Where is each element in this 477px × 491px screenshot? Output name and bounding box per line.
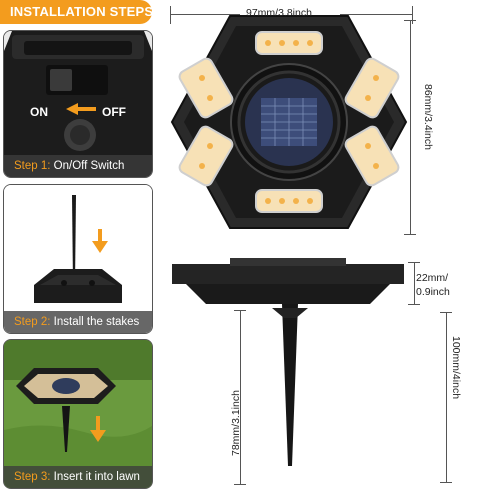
total-height-line xyxy=(446,312,447,482)
stake-install-image xyxy=(4,185,152,333)
switch-on-label: ON xyxy=(30,105,48,119)
width-label: 97mm/3.8inch xyxy=(246,7,312,19)
height-top-tick-a xyxy=(408,262,420,263)
step-2-text: Install the stakes xyxy=(53,316,140,328)
width-tick-right xyxy=(412,6,413,24)
step-1-caption: Step 1: On/Off Switch xyxy=(4,155,152,177)
switch-off-label: OFF xyxy=(102,105,126,119)
step-1-number: Step 1: xyxy=(14,160,51,172)
step-2-panel: Step 2: Install the stakes xyxy=(3,184,153,334)
width-line-left xyxy=(170,14,240,15)
step-3-caption: Step 3: Insert it into lawn xyxy=(4,466,152,488)
step-3-text: Insert it into lawn xyxy=(53,471,140,483)
height-top-line xyxy=(414,262,415,304)
arrow-down-icon xyxy=(92,229,108,253)
depth-line xyxy=(410,20,411,234)
total-height-label: 100mm/4inch xyxy=(450,336,462,400)
total-height-tick-top xyxy=(440,312,452,313)
arrow-down-icon xyxy=(90,416,106,442)
width-line-right xyxy=(340,14,412,15)
depth-tick-bottom xyxy=(404,234,416,235)
depth-tick-top xyxy=(404,20,416,21)
banner-title: INSTALLATION STEPS xyxy=(10,4,154,19)
stake-length-tick-bottom xyxy=(234,484,246,485)
product-side-view xyxy=(172,258,404,466)
step-3-panel: Step 3: Insert it into lawn xyxy=(3,339,153,489)
total-height-tick-bottom xyxy=(440,482,452,483)
step-2-number: Step 2: xyxy=(14,316,51,328)
stake-length-tick-top xyxy=(234,310,246,311)
height-top-label-2: 0.9inch xyxy=(416,286,450,298)
stake-length-line xyxy=(240,310,241,484)
step-3-number: Step 3: xyxy=(14,471,51,483)
step-1-panel: ON OFF Step 1: On/Off Switch xyxy=(3,30,153,178)
step-2-caption: Step 2: Install the stakes xyxy=(4,311,152,333)
lawn-install-image xyxy=(4,340,152,488)
arrow-left-icon xyxy=(66,103,96,115)
height-top-label-1: 22mm/ xyxy=(416,272,449,284)
product-top-view xyxy=(170,15,408,229)
installation-steps-banner: INSTALLATION STEPS xyxy=(0,0,154,24)
stake-length-label: 78mm/3.1inch xyxy=(230,390,242,456)
step-1-text: On/Off Switch xyxy=(53,160,125,172)
height-top-tick-b xyxy=(408,304,420,305)
width-tick-left xyxy=(170,6,171,24)
depth-label: 86mm/3.4inch xyxy=(422,84,434,150)
switch-closeup-image xyxy=(4,31,152,177)
